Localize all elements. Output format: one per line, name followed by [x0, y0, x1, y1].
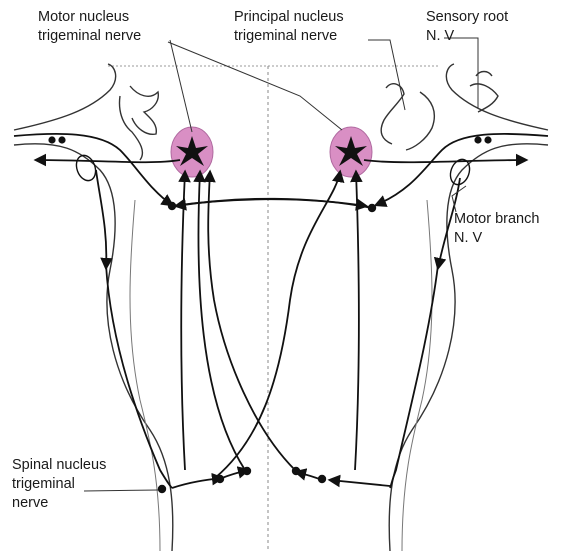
left-root-dot-1	[48, 136, 55, 143]
right-root-dot-1	[474, 136, 481, 143]
label-spinal-nucleus: Spinal nucleus trigeminal nerve	[12, 456, 106, 513]
motor-nucleus-leader	[170, 40, 192, 132]
label-sensory-root: Sensory root N. V	[426, 8, 508, 46]
right-interneuron-dot	[368, 204, 376, 212]
neural-pathways	[14, 134, 548, 488]
leader-lines	[84, 38, 478, 491]
spinal-dot-4	[292, 467, 300, 475]
spinal-dot-3	[243, 467, 251, 475]
label-motor-nucleus: Motor nucleus trigeminal nerve	[38, 8, 141, 46]
label-motor-branch: Motor branch N. V	[454, 210, 539, 248]
spinal-dot-2	[216, 475, 224, 483]
spinal-dot-1	[158, 485, 166, 493]
left-interneuron-dot	[168, 202, 176, 210]
label-principal-nucleus: Principal nucleus trigeminal nerve	[234, 8, 344, 46]
right-root-dot-2	[484, 136, 491, 143]
left-root-dot-2	[58, 136, 65, 143]
principal-nucleus-leader	[168, 42, 342, 130]
spinal-dot-5	[318, 475, 326, 483]
